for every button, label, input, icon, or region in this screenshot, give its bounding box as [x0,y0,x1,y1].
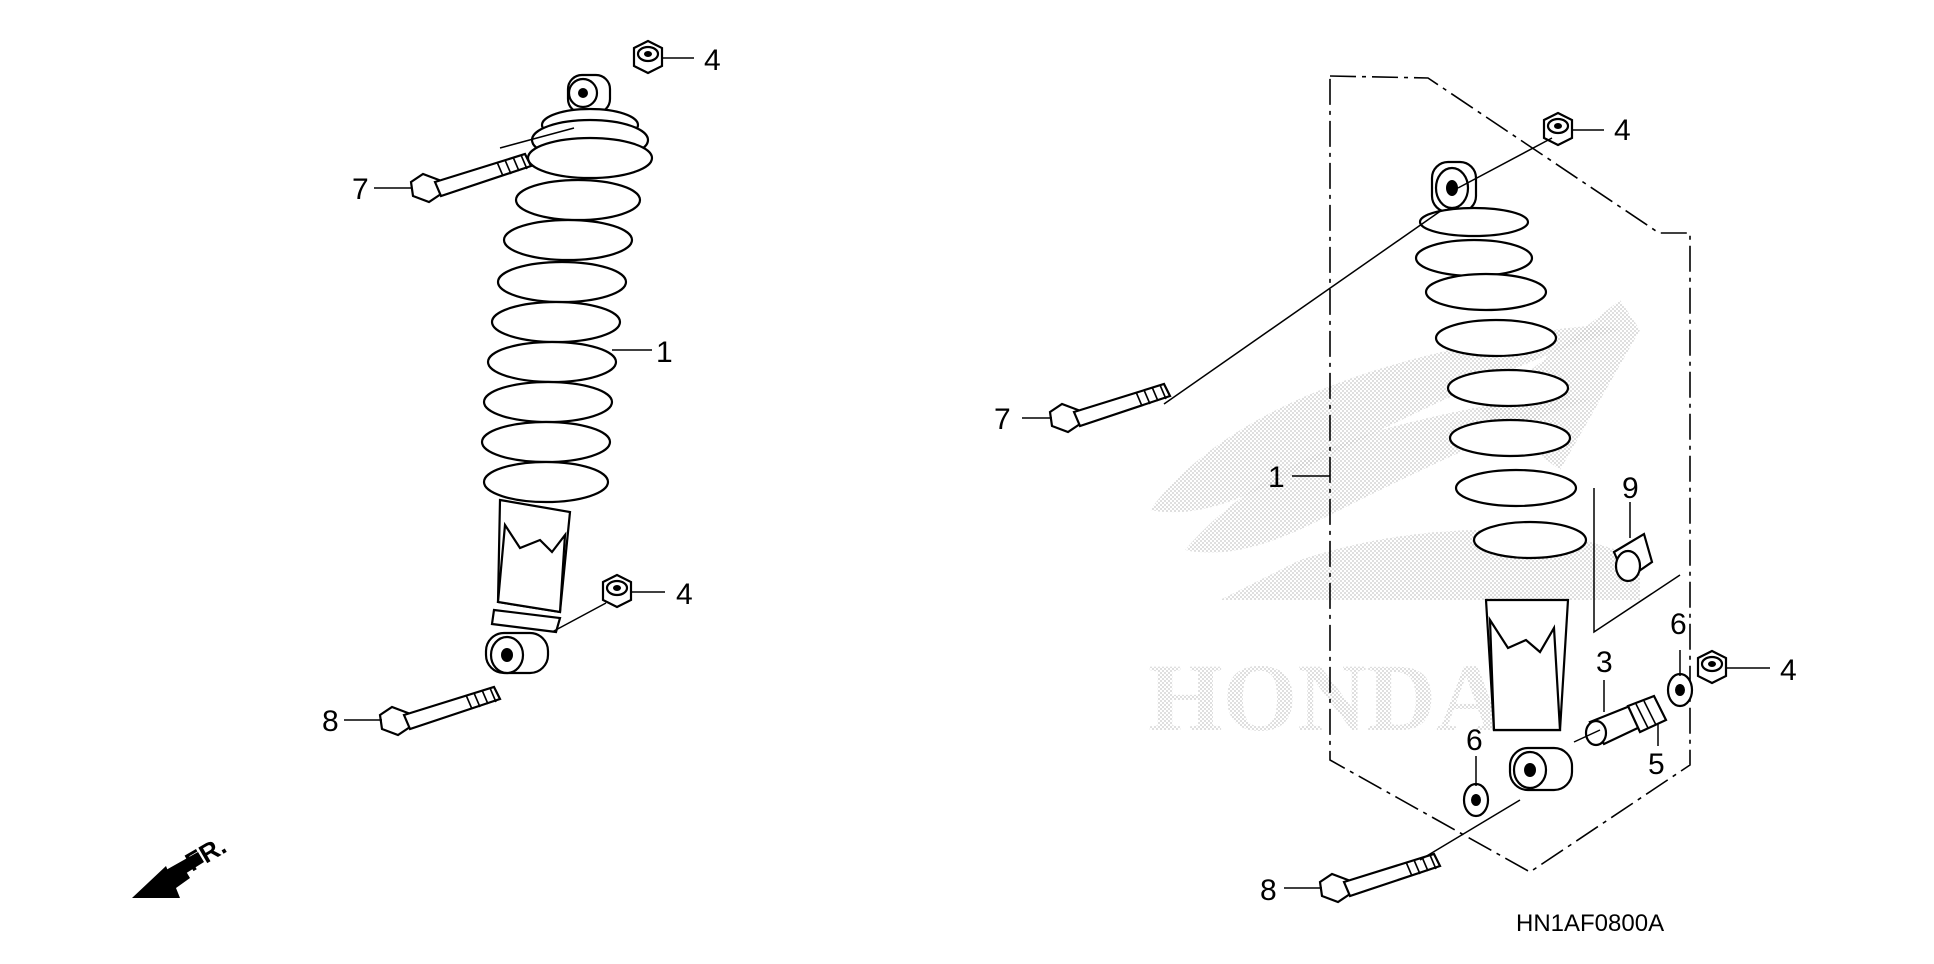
separate-part-bracket [1593,488,1681,634]
assembly-outline [1329,75,1691,873]
shock-absorber-left [480,73,654,675]
collar-part [1584,704,1644,747]
honda-wordmark: HONDA [1148,644,1505,751]
flange-bolt-left-bottom [378,685,502,737]
flange-bolt-left-top [409,152,533,204]
callout-left-bolt-bottom: 8 [322,705,339,738]
callout-right-washer-upper: 6 [1670,608,1687,641]
callout-right-nut-top: 4 [1614,114,1631,147]
callout-right-bolt-top: 7 [994,403,1011,436]
callout-left-nut-bottom: 4 [676,578,693,611]
callout-right-washer-lower: 6 [1466,724,1483,757]
leader-lines-right [1022,129,1770,889]
callout-left-shock: 1 [656,336,673,369]
shock-absorber-right [1414,160,1588,792]
callout-right-part-9: 9 [1622,472,1639,505]
flange-nut-left-bottom [601,573,633,609]
callout-left-bolt-top: 7 [352,173,369,206]
callout-right-bolt-bottom: 8 [1260,874,1277,907]
callout-right-bushing: 5 [1648,748,1665,781]
diagram-reference-code: HN1AF0800A [1516,910,1664,937]
front-direction-arrow: FR. [132,830,231,898]
leader-lines-left [344,57,694,721]
callout-right-nut-bottom: 4 [1780,654,1797,687]
washer-lower-hole [1471,794,1481,806]
callout-left-nut-top: 4 [704,44,721,77]
callout-right-collar: 3 [1596,646,1613,679]
flange-bolt-right-top [1048,382,1172,434]
bushing-part [1626,694,1668,734]
flange-nut-right-bottom [1696,649,1728,685]
flange-bolt-right-bottom [1318,852,1442,904]
flange-nut-left-top [632,39,664,75]
callout-right-shock: 1 [1268,461,1285,494]
washer-upper-hole [1675,684,1685,696]
